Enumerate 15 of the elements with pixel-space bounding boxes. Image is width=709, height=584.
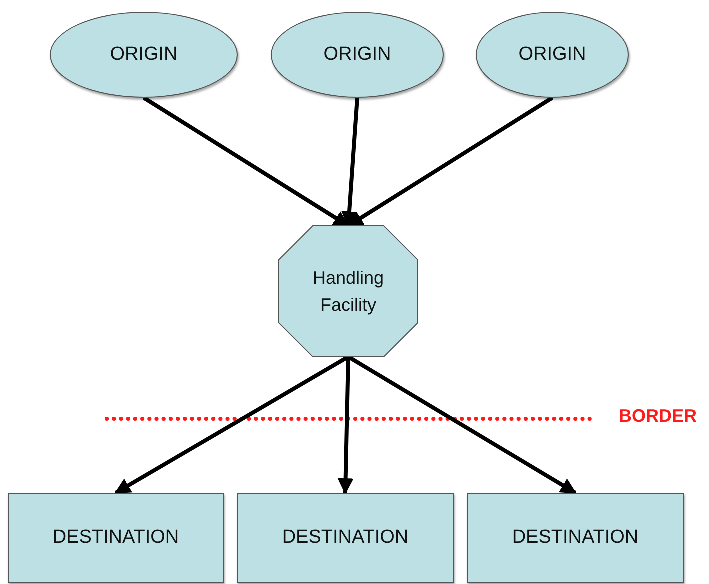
node-label: DESTINATION — [52, 526, 180, 550]
destination-box — [8, 493, 224, 583]
arrow — [338, 356, 354, 495]
node-label: ORIGIN — [518, 43, 586, 68]
arrow — [347, 355, 577, 495]
node-label: DESTINATION — [512, 526, 639, 550]
destination-box — [467, 493, 684, 583]
node-label: DESTINATION — [282, 526, 409, 550]
node-label: ORIGIN — [324, 43, 392, 68]
border-label: BORDER — [619, 406, 698, 427]
arrow — [114, 355, 350, 495]
node-label: Handling Facility — [312, 267, 386, 317]
destination-box — [237, 493, 454, 583]
node-label: ORIGIN — [110, 43, 178, 68]
facility-octagon — [279, 226, 418, 357]
